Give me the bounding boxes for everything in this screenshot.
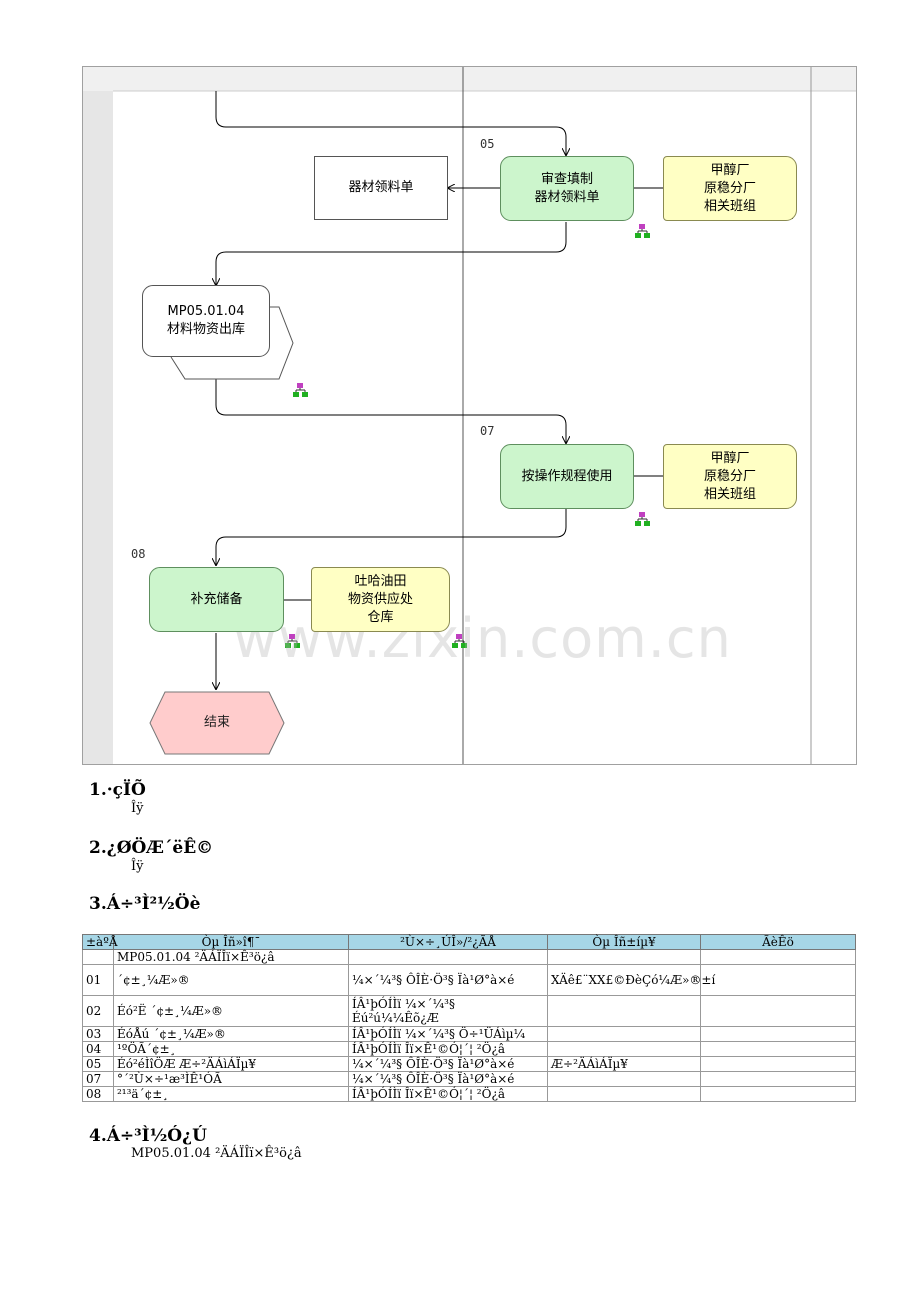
table-cell: 01 [82, 964, 114, 996]
form-document-box: 器材领料单 [314, 156, 448, 220]
table-cell [700, 964, 856, 996]
table-cell: 07 [82, 1071, 114, 1087]
replenish-reserve-process: 补充储备 [149, 567, 284, 632]
step-number-05: 05 [480, 137, 495, 151]
subprocess-material-outbound: MP05.01.04 材料物资出库 [142, 285, 270, 357]
section-2-body: Îÿ [131, 859, 144, 874]
section-4-body: MP05.01.04 ²ÄÁÏÎï×Ê³ö¿â [131, 1146, 302, 1161]
role-workshop-team-2: 甲醇厂 原稳分厂 相关班组 [663, 444, 797, 509]
table-cell [700, 1086, 856, 1102]
lane-header [83, 67, 856, 91]
table-cell [547, 1026, 701, 1042]
end-shape [149, 691, 285, 755]
section-1-body: Îÿ [131, 801, 144, 816]
step-number-07: 07 [480, 424, 495, 438]
table-cell [547, 949, 701, 965]
section-1-title: 1.·çÏÕ [89, 780, 146, 800]
hierarchy-icon [635, 512, 650, 526]
table-cell: ¹ºÖÃ´¢±¸ [113, 1041, 349, 1057]
table-cell: Éó²éÌîÖÆ Æ÷²ÄÁìÁÏµ¥ [113, 1056, 349, 1072]
column-header: ±àºÅ [82, 934, 118, 950]
table-cell: Æ÷²ÄÁìÁÏµ¥ [547, 1056, 701, 1072]
table-cell: MP05.01.04 ²ÄÁÏÎï×Ê³ö¿â [113, 949, 349, 965]
connector [216, 509, 567, 565]
table-row: MP05.01.04 ²ÄÁÏÎï×Ê³ö¿â [82, 949, 856, 965]
watermark: www.zixin.com.cn [233, 607, 732, 670]
table-cell: ¼×´¼³§ Ô­ÎÈ·Ö³§ Ïà¹Ø°à×é [348, 964, 548, 996]
hierarchy-icon [293, 383, 308, 397]
table-cell [547, 995, 701, 1027]
table-cell: 08 [82, 1086, 114, 1102]
section-3-title: 3.Á÷³Ì²½Öè [89, 894, 201, 914]
section-4-title: 4.Á÷³Ì½Ó¿Ú [89, 1126, 207, 1146]
table-cell [547, 1086, 701, 1102]
table-header-row: ±àºÅ Òµ Îñ»î¶¯ ²Ù×÷¸ÚÎ»/²¿ÃÅ Òµ Îñ±íµ¥ Ã… [82, 934, 856, 950]
table-cell: ÍÂ¹þÓÍÌï Îï×Ê¹©Ó¦´¦ ²Ö¿â [348, 1086, 548, 1102]
table-cell: ÍÂ¹þÓÍÌï ¼×´¼³§ Éú²ú¼¼Êõ¿Æ [348, 995, 548, 1027]
end-label: 结束 [203, 715, 230, 730]
table-cell: ¼×´¼³§ Ô­ÎÈ·Ö³§ Ïà¹Ø°à×é [348, 1056, 548, 1072]
connector [215, 91, 566, 155]
role-workshop-team: 甲醇厂 原稳分厂 相关班组 [663, 156, 797, 221]
process-steps-table: ±àºÅ Òµ Îñ»î¶¯ ²Ù×÷¸ÚÎ»/²¿ÃÅ Òµ Îñ±íµ¥ Ã… [82, 934, 856, 1102]
role-warehouse: 吐哈油田 物资供应处 仓库 [311, 567, 450, 632]
table-cell: 02 [82, 995, 114, 1027]
table-cell [547, 1041, 701, 1057]
connector [216, 222, 567, 285]
table-cell: ÍÂ¹þÓÍÌï ¼×´¼³§ Ö÷¹ÜÁìµ¼ [348, 1026, 548, 1042]
table-cell: ÍÂ¹þÓÍÌï Îï×Ê¹©Ó¦´¦ ²Ö¿â [348, 1041, 548, 1057]
table-cell [700, 995, 856, 1027]
section-2-title: 2.¿ØÖÆ´ëÊ© [89, 838, 214, 858]
table-cell: ¼×´¼³§ Ô­ÎÈ·Ö³§ Ïà¹Ø°à×é [348, 1071, 548, 1087]
use-per-procedure-process: 按操作规程使用 [500, 444, 634, 509]
step-number-08: 08 [131, 547, 146, 561]
table-cell: 04 [82, 1041, 114, 1057]
hierarchy-icon [635, 224, 650, 238]
hierarchy-icon [285, 634, 300, 648]
table-cell [700, 949, 856, 965]
table-cell: °´²Ù×÷¹æ³ÌÊ¹ÓÃ [113, 1071, 349, 1087]
column-header: ²Ù×÷¸ÚÎ»/²¿ÃÅ [348, 934, 548, 950]
table-cell [700, 1041, 856, 1057]
table-cell: ´¢±¸¼Æ»® [113, 964, 349, 996]
table-cell [700, 1026, 856, 1042]
table-cell: ÉóÅú ´¢±¸¼Æ»® [113, 1026, 349, 1042]
table-cell [547, 1071, 701, 1087]
left-gutter [83, 67, 113, 764]
column-header: Òµ Îñ»î¶¯ [113, 934, 349, 950]
table-cell: XÄê£¨XX£©ÐèÇó¼Æ»®±í [547, 964, 715, 996]
table-cell: ²¹³ä´¢±¸ [113, 1086, 349, 1102]
hierarchy-icon [452, 634, 467, 648]
table-cell [82, 949, 114, 965]
connector [215, 358, 566, 443]
table-cell: 03 [82, 1026, 114, 1042]
table-cell: Éó²Ë ´¢±¸¼Æ»® [113, 995, 349, 1027]
review-form-process: 审查填制 器材领料单 [500, 156, 634, 221]
table-cell [700, 1071, 856, 1087]
process-flowchart: www.zixin.com.cn 05 07 08 器材领料单 审查填制 器材领… [82, 66, 857, 765]
column-header: Òµ Îñ±íµ¥ [547, 934, 701, 950]
column-header: ÃèÊö [700, 934, 856, 950]
table-cell: 05 [82, 1056, 114, 1072]
table-cell [348, 949, 548, 965]
table-cell [700, 1056, 856, 1072]
